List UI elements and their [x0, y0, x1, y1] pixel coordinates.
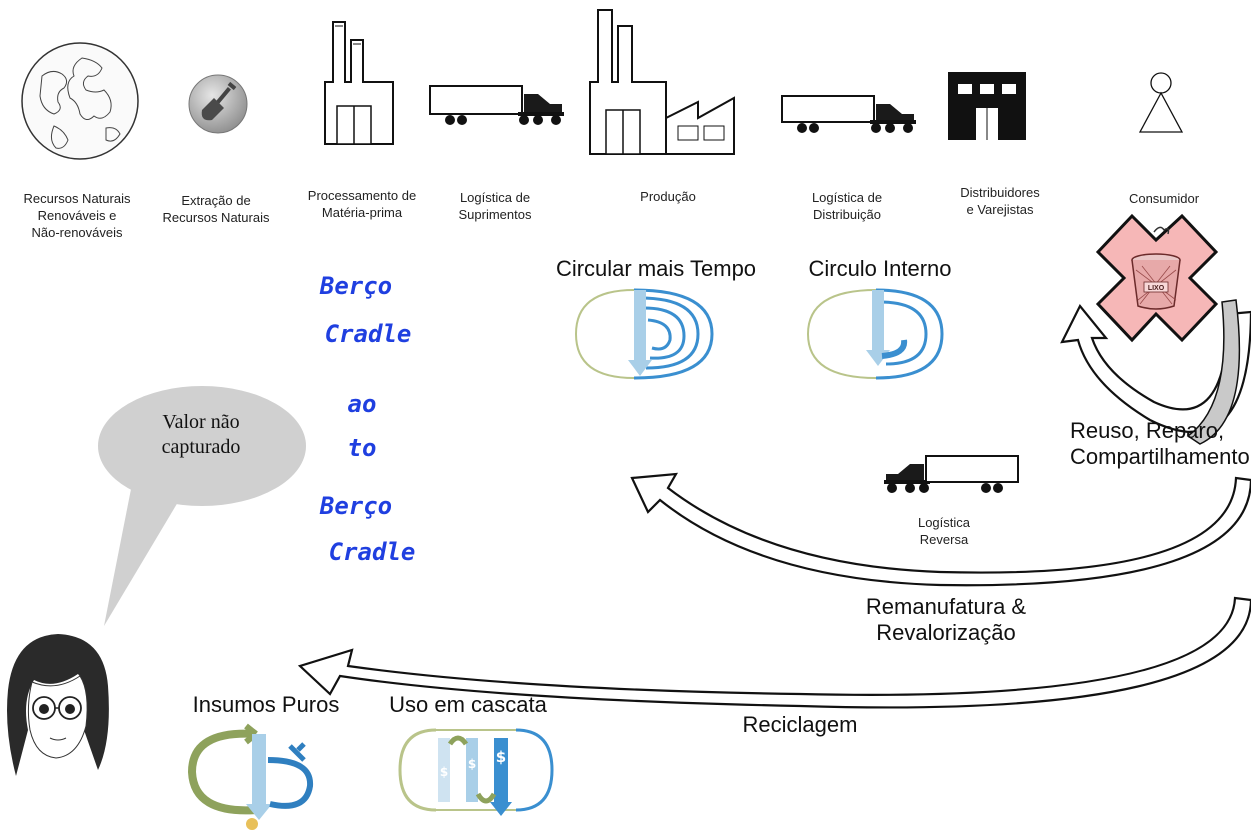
loop-pure-icon	[187, 723, 314, 830]
stage-label-processing: Processamento de Matéria-prima	[307, 188, 417, 220]
shovel-icon	[188, 74, 248, 134]
stage-label-extraction: Extração de Recursos Naturais	[162, 193, 270, 225]
loop-inner-icon	[806, 288, 944, 380]
cradle-text-line5: Berço	[319, 492, 393, 520]
truck-icon	[429, 85, 564, 125]
trash-label: LIXO	[1148, 285, 1165, 292]
loop-label-cascade: Uso em cascata	[389, 692, 547, 717]
flow-label-reverse-logistics: Logística Reversa	[917, 515, 971, 547]
reverse-truck-icon	[884, 455, 1019, 493]
remanufacture-arrow	[630, 472, 1251, 587]
bubble-text: Valor não capturado	[161, 411, 241, 458]
cradle-text-line6: Cradle	[328, 538, 416, 566]
svg-text:$: $	[468, 757, 476, 771]
stage-label-supply-logistics: Logística de Suprimentos	[458, 190, 532, 222]
flow-label-reuse: Reuso, Reparo, Compartilhamento	[1070, 418, 1250, 469]
loop-label-longer: Circular mais Tempo	[555, 256, 757, 281]
flow-label-remanufacture: Remanufatura & Revalorização	[865, 594, 1027, 645]
flow-label-recycling: Reciclagem	[742, 712, 858, 737]
loop-label-inner: Circulo Interno	[808, 256, 952, 281]
svg-text:$: $	[440, 765, 448, 779]
globe-icon	[21, 42, 139, 160]
trash-bin-icon: LIXO	[1095, 213, 1219, 343]
cradle-text-line4: to	[347, 434, 377, 462]
recycling-arrow	[297, 596, 1251, 709]
loop-label-pure: Insumos Puros	[192, 692, 340, 717]
production-plant-icon	[589, 9, 735, 155]
factory-icon	[324, 21, 394, 145]
speech-bubble	[98, 386, 306, 626]
stage-label-natural-resources: Recursos Naturais Renováveis e Não-renov…	[23, 191, 131, 240]
loop-longer-icon	[574, 288, 714, 380]
girl-avatar-icon	[7, 634, 109, 776]
svg-text:$: $	[496, 748, 506, 766]
stage-label-retailers: Distribuidores e Varejistas	[960, 185, 1040, 217]
person-icon	[1138, 72, 1184, 133]
stage-label-distribution-logistics: Logística de Distribuição	[811, 190, 883, 222]
cradle-text-line1: Berço	[319, 272, 393, 300]
loop-cascade-icon: $ $ $	[398, 728, 554, 816]
store-icon	[948, 72, 1026, 140]
cradle-text-line2: Cradle	[324, 320, 412, 348]
cradle-text-line3: ao	[347, 390, 377, 418]
stage-label-production: Produção	[640, 189, 696, 204]
stage-label-consumer: Consumidor	[1128, 191, 1200, 206]
truck-icon	[781, 95, 916, 133]
